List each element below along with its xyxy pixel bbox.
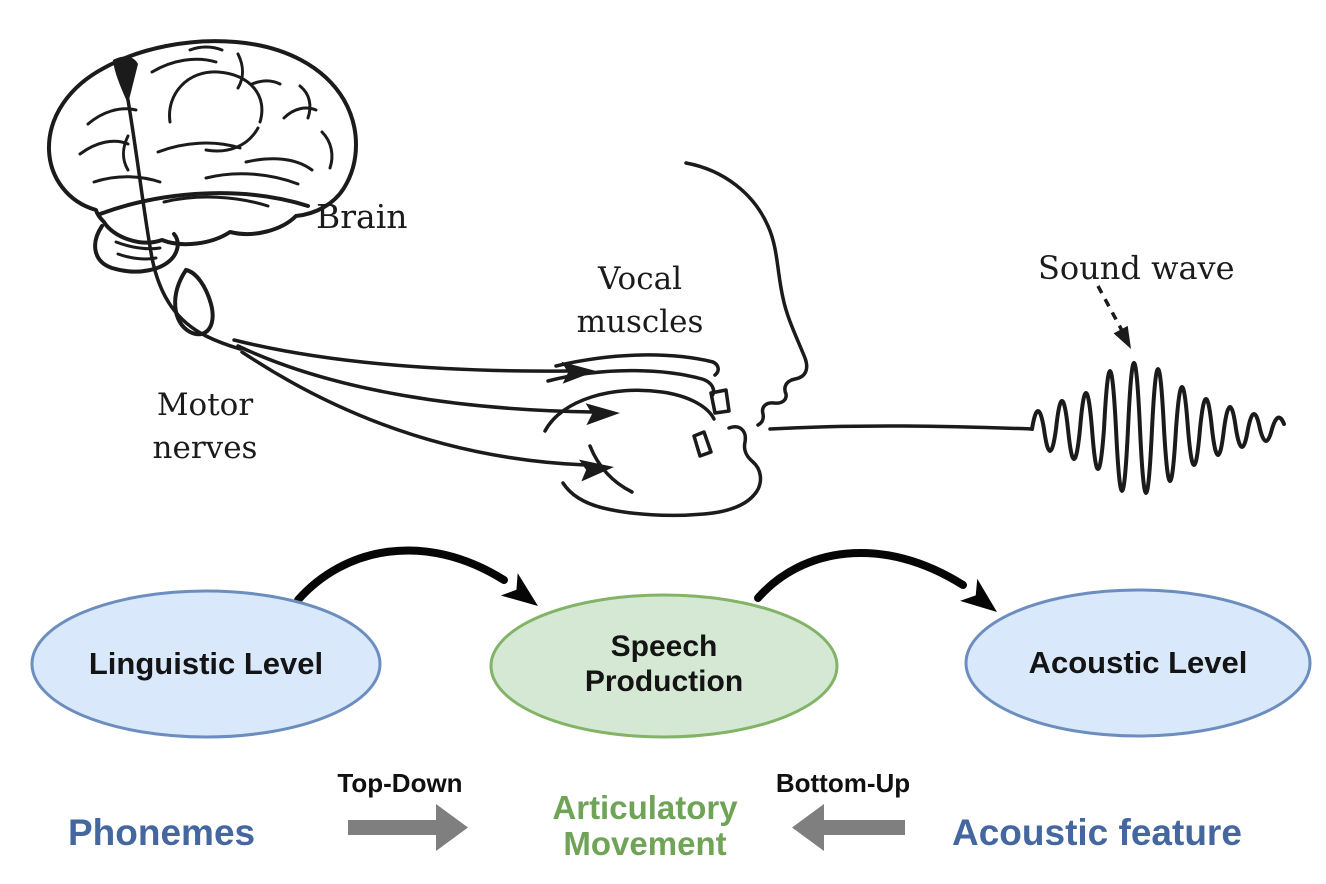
brain-cerebellum	[93, 224, 180, 274]
vocal-muscles-label: Vocal muscles	[576, 261, 704, 340]
face-profile-sketch	[543, 161, 809, 518]
node-acoustic-level	[964, 588, 1312, 738]
node-speech-production-label: Speech Production	[584, 630, 744, 698]
mouth-to-wave-line	[768, 424, 1034, 431]
brainstem-loop	[173, 268, 215, 337]
bottom-up-label: Bottom-Up	[775, 768, 911, 798]
motor-nerve-arrows	[232, 338, 620, 482]
node-linguistic-level	[30, 589, 382, 739]
top-down-label: Top-Down	[337, 768, 463, 798]
brain-sketch	[46, 39, 358, 351]
sound-wave-sketch	[1030, 361, 1286, 495]
phonemes-term: Phonemes	[68, 812, 256, 853]
brain-sulci	[78, 45, 334, 208]
inner-jaw-line	[588, 444, 634, 494]
jaw-chin-outline	[561, 425, 763, 518]
sound-wave-label: Sound wave	[1038, 249, 1235, 287]
upper-tract-curve	[546, 368, 716, 398]
flow-arrow-speech-to-acoustic	[754, 548, 997, 612]
top-down-arrow-icon	[348, 804, 468, 851]
sound-wave-pointer-arrowhead	[1113, 325, 1131, 349]
bottom-up-arrow-icon	[792, 804, 905, 851]
articulatory-movement-term: Articulatory Movement	[552, 789, 738, 863]
acoustic-feature-term: Acoustic feature	[952, 812, 1242, 853]
brain-sylvian-fissure	[98, 191, 310, 216]
motor-nerves-label: Motor nerves	[152, 387, 258, 466]
brain-outline	[46, 39, 358, 247]
sound-wave-pointer	[1096, 285, 1131, 349]
palate-curve	[554, 353, 720, 377]
brain-label: Brain	[316, 197, 408, 236]
tongue-curve	[543, 388, 716, 433]
flow-arrow-linguistic-to-speech	[294, 546, 538, 606]
node-acoustic-level-label: Acoustic Level	[1028, 645, 1248, 681]
face-outline	[684, 161, 809, 427]
cortex-to-cord-path	[126, 98, 242, 351]
node-linguistic-level-label: Linguistic Level	[88, 646, 324, 682]
node-speech-production	[489, 593, 839, 739]
motor-nerve-arrowheads	[561, 361, 620, 482]
upper-teeth	[709, 388, 731, 415]
lower-teeth	[692, 430, 713, 458]
motor-cortex-arrow-icon	[113, 56, 138, 104]
